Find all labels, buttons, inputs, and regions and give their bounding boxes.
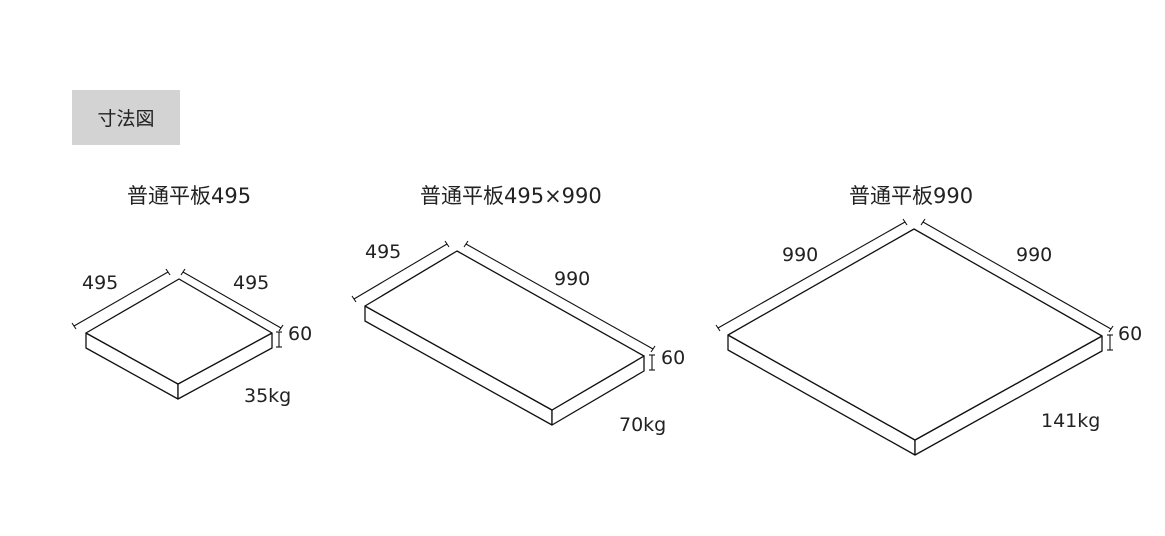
dim-tick [180, 268, 186, 276]
slab-495: 495 495 60 35kg [71, 268, 312, 407]
dim-label-left: 990 [782, 244, 818, 266]
dim-label-thickness: 60 [1118, 323, 1142, 345]
weight-label: 35kg [244, 385, 291, 407]
slab-495x990-top-face [364, 250, 645, 411]
dim-tick [650, 345, 656, 353]
dim-label-left: 495 [82, 272, 118, 294]
product-title-990: 普通平板990 [849, 184, 974, 208]
dim-line-990-left [717, 221, 906, 329]
dim-tick [1108, 325, 1114, 333]
dim-line-990-right [465, 243, 654, 350]
dim-line-495-left [353, 243, 448, 300]
dim-line-990-right [922, 221, 1112, 330]
dim-line-495-right [182, 271, 282, 329]
dim-line-495-left [73, 271, 169, 327]
weight-label: 70kg [619, 414, 666, 436]
dim-tick [71, 322, 77, 330]
dim-label-right: 495 [233, 272, 269, 294]
product-title-495: 普通平板495 [127, 184, 252, 208]
dim-tick [351, 295, 357, 303]
dim-tick [920, 218, 926, 226]
slab-990: 990 990 60 141kg [715, 218, 1142, 456]
dim-tick [165, 268, 171, 276]
dim-tick [278, 324, 284, 332]
slab-990-top-face [727, 228, 1103, 441]
dim-label-thickness: 60 [661, 347, 685, 369]
dim-label-thickness: 60 [288, 323, 312, 345]
dim-tick [463, 240, 469, 248]
slab-495x990: 495 990 60 70kg [351, 240, 685, 436]
weight-label: 141kg [1041, 410, 1100, 432]
dim-label-right: 990 [554, 268, 590, 290]
dim-label-right: 990 [1016, 244, 1052, 266]
dim-tick [444, 240, 450, 248]
section-label: 寸法図 [72, 90, 180, 145]
dim-tick [902, 218, 908, 226]
dim-label-left: 495 [365, 241, 401, 263]
slab-495-top-face [85, 278, 273, 385]
product-title-495x990: 普通平板495×990 [420, 184, 602, 208]
dim-tick [715, 324, 721, 332]
